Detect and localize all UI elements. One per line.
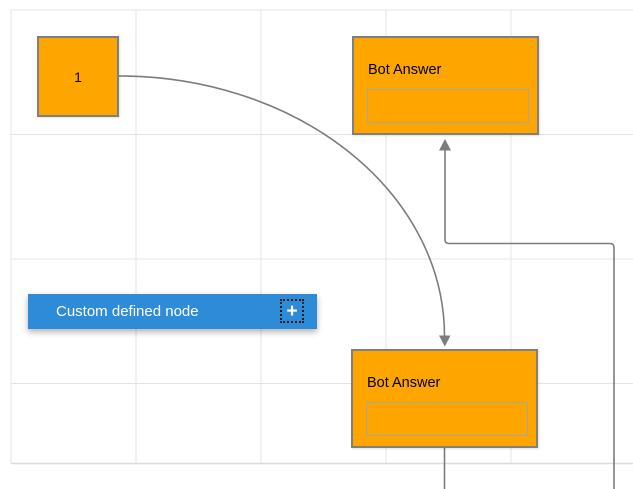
node-title: Bot Answer	[367, 375, 441, 391]
plus-icon: +	[286, 300, 298, 322]
answer-input-box[interactable]	[366, 402, 528, 436]
arrowhead-up-icon	[439, 139, 451, 151]
answer-input-box[interactable]	[367, 89, 529, 123]
arrowhead-down-icon	[439, 335, 451, 347]
grid-lines	[10, 9, 633, 465]
node-bot-answer-top[interactable]: Bot Answer	[352, 36, 539, 135]
node-start-label: 1	[74, 68, 82, 85]
add-port-button[interactable]: +	[280, 299, 304, 323]
connector-curved[interactable]	[118, 75, 451, 347]
node-title: Bot Answer	[368, 62, 442, 78]
node-start[interactable]: 1	[37, 36, 119, 117]
node-custom-label: Custom defined node	[56, 303, 199, 320]
node-bot-answer-bottom[interactable]: Bot Answer	[351, 349, 538, 448]
node-custom-defined[interactable]: Custom defined node +	[28, 294, 317, 329]
connector-orthogonal[interactable]	[439, 139, 615, 489]
